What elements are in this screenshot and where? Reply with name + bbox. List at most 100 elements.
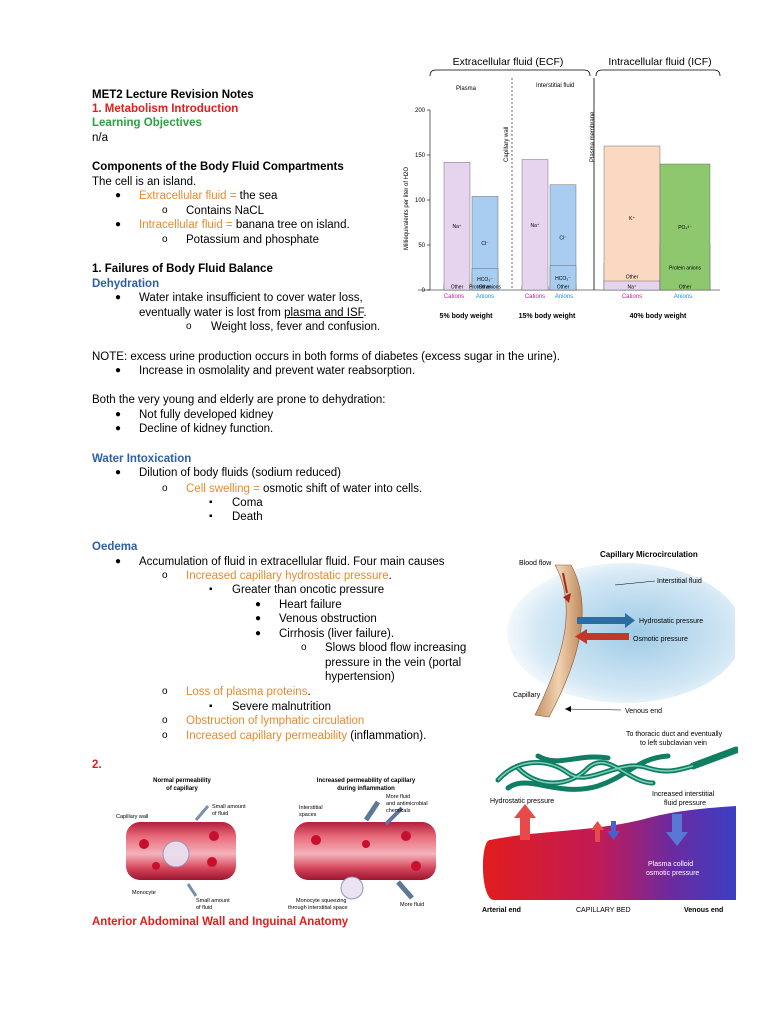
- oe-line-10: Obstruction of lymphatic circulation: [186, 715, 365, 727]
- anterior-heading: Anterior Abdominal Wall and Inguinal Ana…: [92, 916, 349, 928]
- monocyte-cell: [162, 840, 190, 868]
- hydrostatic-arrowhead: [514, 804, 536, 818]
- section-heading-2: 2.: [92, 759, 102, 771]
- bar-label: Protein anions: [669, 266, 701, 272]
- fluid-arrow: [396, 880, 414, 900]
- na-text: n/a: [92, 132, 108, 144]
- y-tick-label: 100: [415, 198, 426, 204]
- oe-line-2: Increased capillary hydrostatic pressure…: [186, 570, 392, 582]
- plasma-label: Plasma: [456, 86, 477, 92]
- red-blood-cell: [362, 840, 370, 848]
- blood-flow-arrow: [562, 572, 568, 594]
- small-down-arrow: [611, 821, 616, 833]
- leader-line: [564, 708, 622, 711]
- fluid-arrow: [194, 805, 210, 821]
- colloid-label-a: Plasma colloid: [648, 861, 693, 868]
- nacl-line: Contains NaCL: [186, 205, 264, 217]
- young-bullet-1: Not fully developed kidney: [139, 409, 274, 421]
- osmotic-arrowhead: [575, 629, 587, 644]
- plasma-membrane-label: Plasma membrane: [590, 111, 596, 162]
- bullet: ●: [115, 219, 122, 230]
- dehydration-line-1: Water intake insufficient to cover water…: [139, 292, 363, 304]
- hydrostatic-label: Hydrostatic pressure: [639, 618, 703, 625]
- bullet: ●: [255, 613, 262, 624]
- bullet: o: [162, 234, 168, 245]
- venous-end-label: Venous end: [625, 708, 662, 715]
- icf-title: Intracellular fluid (ICF): [608, 56, 711, 68]
- inflamed-title-b: during inflammation: [337, 786, 395, 792]
- bar-label: Other: [679, 285, 692, 291]
- island-text: The cell is an island.: [92, 176, 197, 188]
- oe-line-9: Severe malnutrition: [232, 701, 332, 713]
- pct-plasma: 5% body weight: [440, 313, 494, 320]
- more-fluid2-label: More fluid: [400, 902, 424, 908]
- hydrostatic-arrow: [520, 816, 530, 840]
- bar-label: Na⁺: [452, 224, 461, 230]
- bullet: ▪: [209, 497, 213, 508]
- hydrostatic-label: Hydrostatic pressure: [490, 798, 554, 805]
- section-heading-1: 1. Metabolism Introduction: [92, 103, 239, 115]
- monocyte2-label-b: through interstitial space: [288, 905, 348, 911]
- more-fluid-label-c: chemicals: [386, 808, 411, 814]
- note-text: NOTE: excess urine production occurs in …: [92, 351, 560, 363]
- colloid-label-b: osmotic pressure: [646, 870, 699, 877]
- small-fluid2-label-a: Small amount: [196, 898, 230, 904]
- lymph-duct: [689, 746, 738, 770]
- venous-end-label: Venous end: [684, 907, 723, 914]
- bullet: ▪: [209, 701, 213, 712]
- small-fluid-label-b: of fluid: [212, 811, 228, 817]
- small-up-arrow: [595, 828, 600, 842]
- bullet: o: [186, 321, 192, 332]
- increased-pressure-label-a: Increased interstitial: [652, 791, 715, 798]
- young-bullet-2: Decline of kidney function.: [139, 423, 274, 435]
- bar-label: Cl⁻: [559, 235, 567, 241]
- note-bullet: Increase in osmolality and prevent water…: [139, 365, 416, 377]
- bar-label: Na⁺: [627, 285, 636, 291]
- young-text: Both the very young and elderly are pron…: [92, 394, 386, 406]
- small-fluid-label-a: Small amount: [212, 804, 246, 810]
- y-tick-label: 150: [415, 153, 426, 159]
- bar-label: Other: [626, 275, 639, 281]
- bullet: ●: [115, 556, 122, 567]
- osmotic-label: Osmotic pressure: [633, 636, 688, 643]
- colloid-arrowhead: [666, 832, 688, 846]
- hydrostatic-arrowhead: [625, 613, 635, 628]
- oe-line-7a: Slows blood flow increasing: [325, 642, 467, 654]
- cations-label-2: Cations: [525, 294, 545, 300]
- monocyte2-label-a: Monocyte squeezing: [296, 898, 346, 904]
- capillary-wall-label: Capillary wall: [116, 814, 148, 820]
- pct-icf: 40% body weight: [630, 313, 687, 320]
- bullet: o: [162, 205, 168, 216]
- y-tick-label: 0: [422, 288, 426, 294]
- dehydration-line-2: eventually water is lost from plasma and…: [139, 307, 367, 319]
- venous-arrowhead: [565, 706, 571, 712]
- bullet: ●: [115, 423, 122, 434]
- anions-label-1: Anions: [476, 294, 494, 300]
- bullet: ●: [115, 190, 122, 201]
- ecf-bracket: [429, 69, 591, 77]
- red-blood-cell: [411, 861, 421, 871]
- osmotic-arrow: [587, 633, 629, 640]
- normal-title-b: of capillary: [166, 786, 198, 792]
- capillary-vessel: [534, 564, 583, 718]
- bullet: o: [162, 686, 168, 697]
- interstitial-label-b: spaces: [299, 812, 317, 818]
- bar-segment-hco: [471, 268, 499, 291]
- fluid-arrow: [384, 806, 404, 826]
- lymph-highlight: [517, 761, 654, 784]
- icf-line: Intracellular fluid = banana tree on isl…: [139, 219, 350, 231]
- fluid-compartment-chart: Extracellular fluid (ECF) Intracellular …: [404, 56, 721, 320]
- leader-line: [614, 580, 656, 586]
- lymphatic-highlight: [497, 761, 694, 784]
- lymph-vessel: [505, 753, 671, 792]
- blood-flow-label: Blood flow: [519, 560, 552, 567]
- micro-title: Capillary Microcirculation: [600, 550, 698, 559]
- bullet: ●: [255, 628, 262, 639]
- normal-title-a: Normal permeability: [153, 778, 211, 784]
- pct-interstitial: 15% body weight: [519, 313, 576, 320]
- small-fluid2-label-b: of fluid: [196, 905, 212, 911]
- bullet: o: [162, 730, 168, 741]
- thoracic-label-b: to left subclavian vein: [640, 740, 707, 747]
- bullet: ●: [115, 409, 122, 420]
